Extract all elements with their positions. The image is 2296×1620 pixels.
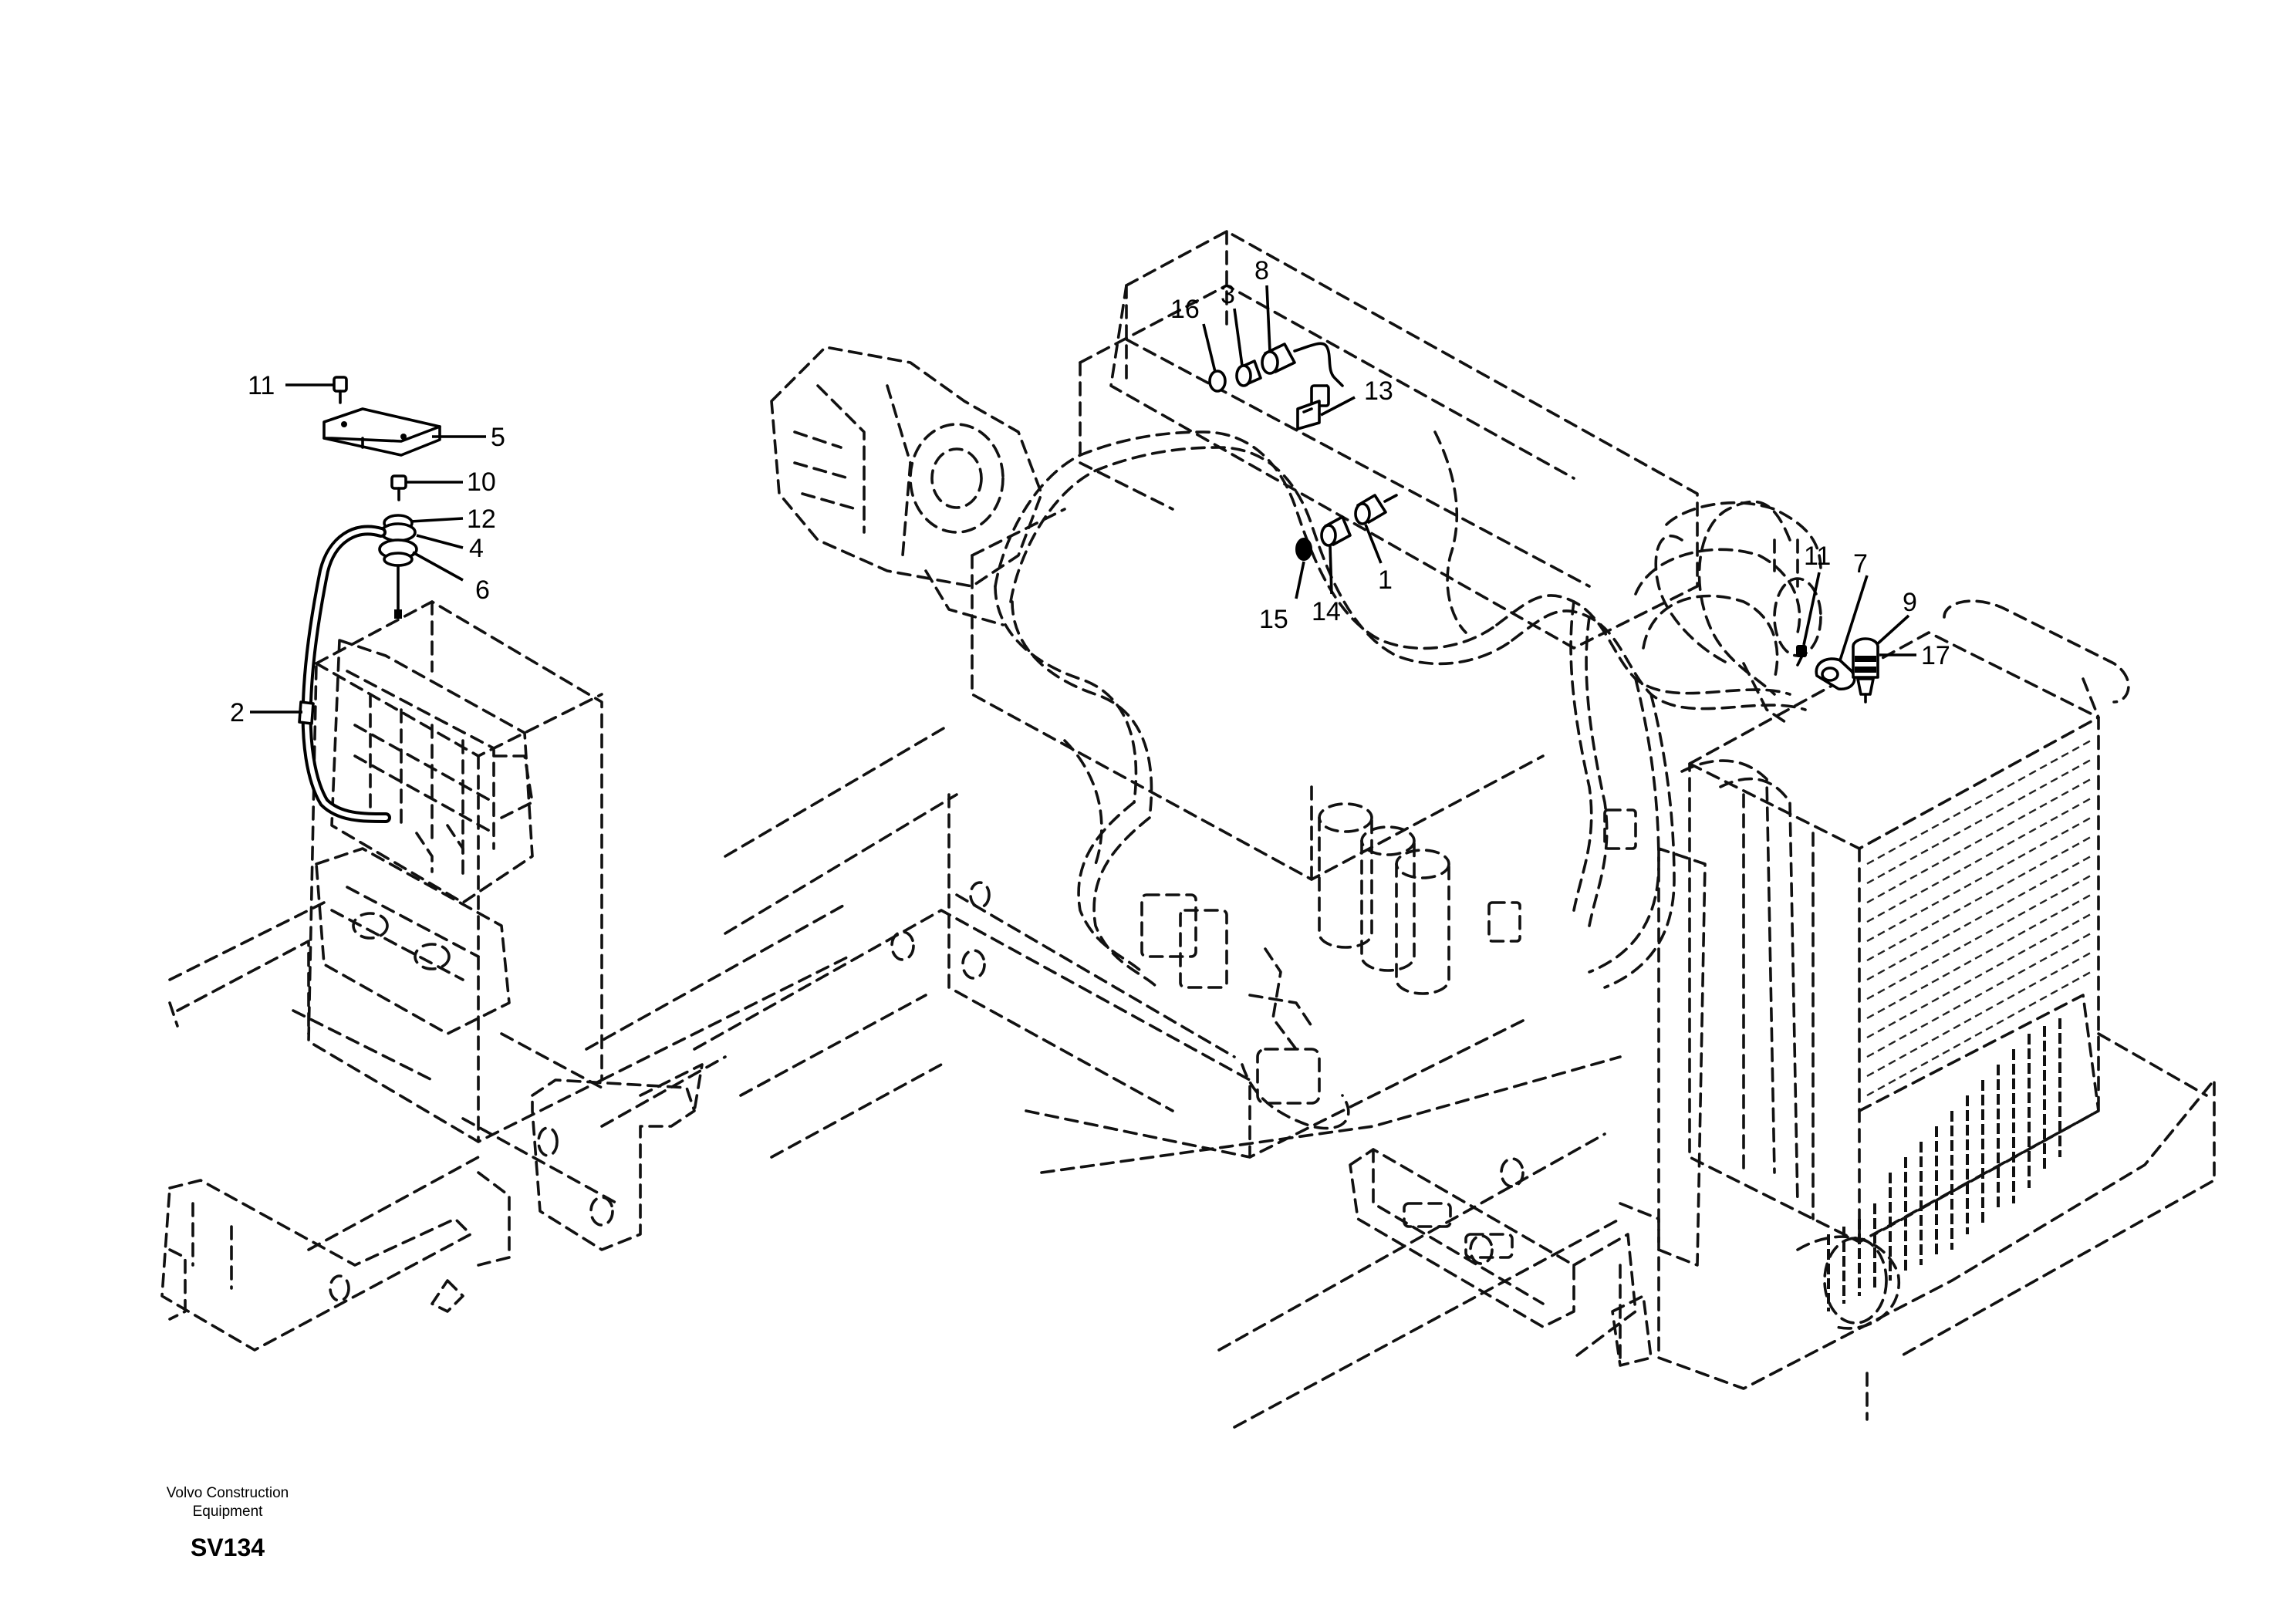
bolt-10 — [390, 474, 407, 501]
callout-15: 15 — [1259, 605, 1288, 634]
clamp-7 — [1815, 657, 1856, 690]
control-valve-block — [307, 600, 603, 1143]
cooler-fins — [1827, 1018, 2061, 1311]
switch-9 — [1852, 637, 1879, 704]
bolt-11-left — [333, 376, 348, 404]
callout-13: 13 — [1364, 376, 1393, 406]
callout-labels: 11 5 10 12 4 6 2 16 3 8 13 1 14 15 11 7 … — [230, 256, 1950, 727]
filter-group — [1318, 802, 1450, 995]
sensor-8 — [1261, 342, 1344, 387]
radiator-fins — [1866, 739, 2092, 1097]
engine-harness — [994, 430, 1822, 989]
callout-16: 16 — [1170, 295, 1200, 324]
o-ring-16 — [1208, 370, 1227, 393]
front-crossmember — [1217, 1132, 1653, 1429]
callout-9: 9 — [1903, 588, 1917, 617]
hydraulic-pump — [770, 346, 1043, 626]
callout-10: 10 — [467, 467, 496, 497]
adapter-3 — [1235, 359, 1262, 387]
machine-outline — [160, 230, 2216, 1429]
callout-3: 3 — [1221, 280, 1235, 309]
callout-5: 5 — [491, 423, 505, 452]
sensor-1 — [1354, 494, 1398, 525]
hose-2 — [298, 525, 391, 823]
callout-1: 1 — [1378, 565, 1393, 595]
left-frame — [160, 901, 850, 1352]
bolt-11-right — [1796, 645, 1807, 667]
callout-2: 2 — [230, 698, 245, 727]
turbo-pipe — [1634, 548, 1822, 727]
company-name-line2: Equipment — [192, 1504, 263, 1520]
connector-13 — [1296, 384, 1330, 430]
washer-stack — [378, 514, 418, 619]
callout-14: 14 — [1312, 597, 1341, 626]
callout-17: 17 — [1921, 641, 1950, 670]
company-name-line1: Volvo Construction — [166, 1485, 289, 1501]
callout-4: 4 — [469, 534, 484, 563]
diagram-code: SV134 — [190, 1534, 265, 1561]
leader-lines — [250, 285, 1916, 714]
sensor-parts — [1208, 342, 1398, 561]
callout-8: 8 — [1254, 256, 1269, 285]
o-ring-15 — [1295, 538, 1312, 561]
callout-6: 6 — [475, 575, 490, 605]
callout-7: 7 — [1853, 549, 1868, 579]
left-parts — [298, 376, 441, 823]
bracket-plate-5 — [322, 407, 441, 457]
callout-12: 12 — [467, 505, 496, 534]
callout-11-right: 11 — [1804, 542, 1831, 571]
radiator — [1619, 599, 2216, 1421]
callout-11-left: 11 — [248, 371, 275, 400]
harness-connectors — [1140, 808, 1637, 1105]
right-parts — [1796, 637, 1879, 704]
adapter-14 — [1320, 515, 1352, 547]
footer: Volvo Construction Equipment SV134 — [147, 1484, 309, 1562]
